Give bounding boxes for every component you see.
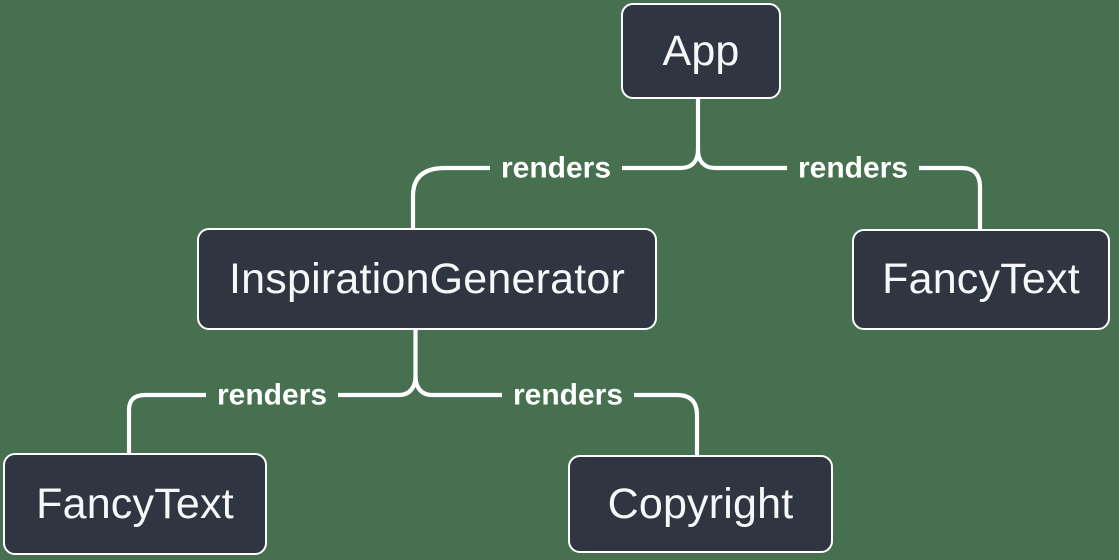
node-app-label: App (662, 26, 740, 75)
node-inspiration-generator: InspirationGenerator (197, 228, 657, 330)
edge-label-app-inspirationgenerator: renders (489, 149, 623, 187)
node-fancy-text-bottom: FancyText (3, 453, 267, 555)
node-copyright-label: Copyright (607, 479, 794, 528)
node-fancy-text-top: FancyText (852, 229, 1110, 330)
node-fancy-text-bottom-label: FancyText (36, 479, 234, 528)
edge-label-app-fancytext: renders (786, 149, 920, 187)
node-copyright: Copyright (568, 455, 833, 553)
edge-label-inspirationgenerator-copyright: renders (501, 376, 635, 414)
node-inspiration-generator-label: InspirationGenerator (229, 254, 625, 303)
edge-label-inspirationgenerator-fancytext: renders (205, 376, 339, 414)
node-app: App (621, 3, 781, 99)
node-fancy-text-top-label: FancyText (882, 255, 1080, 303)
edge-app-fancytext (695, 147, 983, 233)
edge-inspirationgenerator-copyright (413, 373, 700, 459)
